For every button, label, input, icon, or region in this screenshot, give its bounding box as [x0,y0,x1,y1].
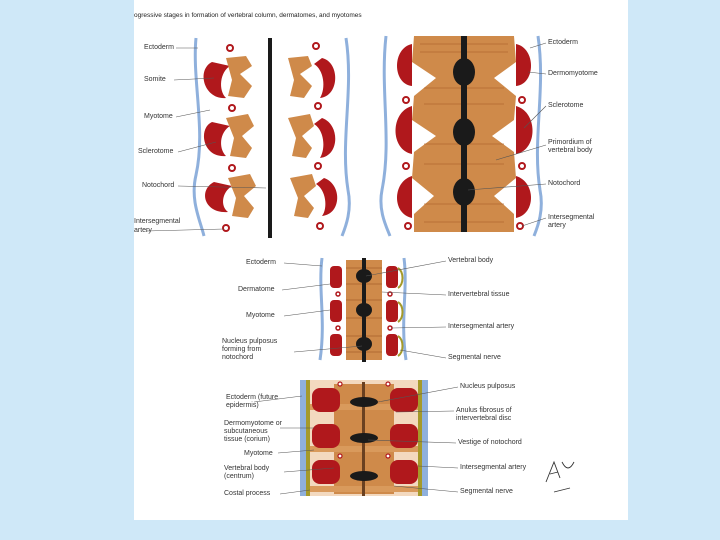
label-nucleus-pulposus: Nucleus pulposus [222,338,277,346]
label-notochord: Notochord [142,182,174,190]
label-bot-vestige-notochord: Vestige of notochord [458,439,522,447]
label-primordium: Primordium of [548,139,592,147]
ectoderm-line [381,36,390,236]
label-sclerotome: Sclerotome [138,148,173,156]
slide-canvas: ogressive stages in formation of vertebr… [134,0,628,520]
label-bot-ectoderm: Ectoderm (future [226,394,278,402]
notochord-stage-a [268,38,272,238]
label-sclerotome-right: Sclerotome [548,102,583,110]
label-intersegmental-right: Intersegmental [548,214,594,222]
label-bot-vertebral-body: Vertebral body [224,465,269,473]
label-bot-corium: tissue (corium) [224,436,270,444]
label-intersegmental: Intersegmental [134,218,180,226]
label-ectoderm: Ectoderm [144,44,174,52]
label-mid-myotome: Myotome [246,312,275,320]
label-forming-from: forming from [222,346,261,354]
label-mid-intersegmental-artery: Intersegmental artery [448,323,514,331]
label-notochord-right: Notochord [548,180,580,188]
diagram-figure [134,0,628,520]
label-somite: Somite [144,76,166,84]
middle-panel-figure [320,258,406,362]
label-bot-myotome: Myotome [244,450,273,458]
label-bot-segmental-nerve: Segmental nerve [460,488,513,496]
label-bot-dermomyotome: Dermomyotome or [224,420,282,428]
bottom-panel-figure [300,380,428,496]
label-ectoderm-right: Ectoderm [548,39,578,47]
label-artery-right: artery [548,222,566,230]
label-vertebral-body: vertebral body [548,147,592,155]
label-mid-ectoderm: Ectoderm [246,259,276,267]
label-bot-costal-process: Costal process [224,490,270,498]
label-artery: artery [134,227,152,235]
label-bot-centrum: (centrum) [224,473,254,481]
label-notochord-mid: notochord [222,354,253,362]
artist-signature [546,462,574,492]
somite-stage-a [204,45,256,231]
label-segmental-nerve: Segmental nerve [448,354,501,362]
ectoderm-line [342,38,349,236]
label-mid-dermatome: Dermatome [238,286,275,294]
label-bot-intervertebral-disc: intervertebral disc [456,415,511,423]
label-bot-intersegmental-artery: Intersegmental artery [460,464,526,472]
label-bot-anulus: Anulus fibrosus of [456,407,512,415]
label-myotome: Myotome [144,113,173,121]
label-bot-epidermis: epidermis) [226,402,259,410]
label-bot-subcutaneous: subcutaneous [224,428,268,436]
somite-stage-b [288,43,337,229]
ectoderm-line [194,38,204,236]
vertebral-primordium-stage-c [396,36,533,232]
ectoderm-line [534,36,541,236]
label-bot-nucleus-pulposus: Nucleus pulposus [460,383,515,391]
label-intervertebral-tissue: Intervertebral tissue [448,291,509,299]
label-dermomyotome: Dermomyotome [548,70,598,78]
label-mid-vertebral-body: Vertebral body [448,257,493,265]
